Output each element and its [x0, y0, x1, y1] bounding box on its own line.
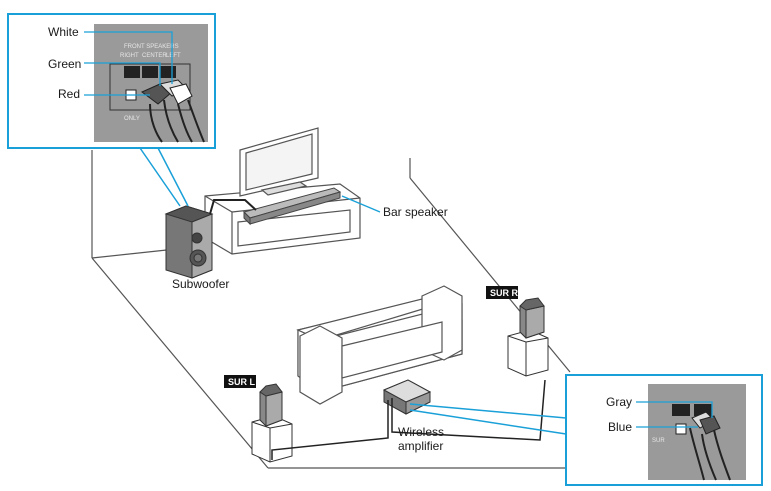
bottom-inset: SUR Gray Blue — [565, 374, 763, 486]
amp-callout-line-2 — [409, 409, 567, 435]
wireless-amplifier — [382, 379, 432, 415]
sur-r-cable — [391, 379, 546, 441]
sur-l-cable — [271, 400, 389, 460]
white-label: White — [48, 25, 79, 39]
subwoofer-label: Subwoofer — [172, 277, 229, 291]
jack-center: CENTER — [142, 53, 167, 59]
bar-speaker — [243, 187, 342, 226]
jack-left: LEFT — [166, 53, 181, 59]
subwoofer-cable — [209, 199, 257, 215]
blue-label: Blue — [608, 420, 632, 434]
gray-label: Gray — [606, 395, 632, 409]
sur-l-speaker — [251, 383, 293, 463]
amp-callout-line — [409, 403, 567, 419]
sur-r-tag: SUR R — [486, 286, 519, 299]
sur-r-speaker — [507, 297, 549, 377]
bar-speaker-pointer — [341, 195, 381, 213]
svg-text:SUR L: SUR L — [228, 377, 256, 387]
svg-text:SUR R: SUR R — [490, 288, 519, 298]
panel-title: FRONT SPEAKERS — [124, 44, 179, 50]
green-label: Green — [48, 57, 81, 71]
jack-right: RIGHT — [120, 53, 139, 59]
tv — [239, 127, 319, 197]
bar-speaker-label: Bar speaker — [383, 205, 448, 219]
wireless-amp-label-line1: Wireless — [398, 425, 444, 439]
bottom-panel-text: SUR — [652, 438, 665, 444]
sofa — [296, 285, 463, 405]
only-text: ONLY — [124, 116, 140, 122]
wireless-amp-label-line2: amplifier — [398, 439, 443, 453]
sur-l-tag: SUR L — [224, 375, 256, 388]
top-inset: FRONT SPEAKERS RIGHT CENTER LEFT ONLY Wh… — [7, 13, 216, 207]
subwoofer — [164, 205, 214, 279]
red-label: Red — [58, 87, 80, 101]
